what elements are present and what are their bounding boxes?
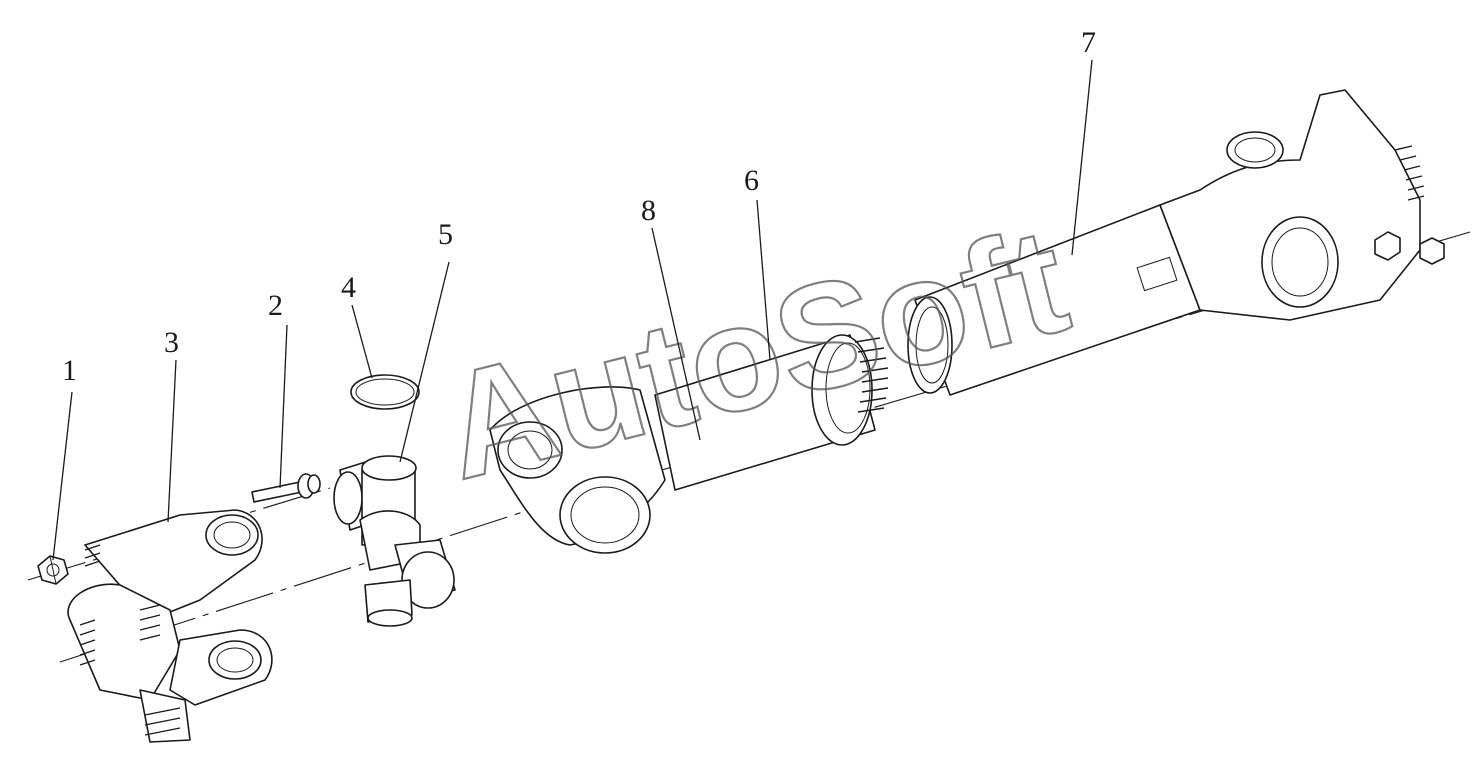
callout-7: 7 xyxy=(1081,26,1096,59)
part-4-snap-ring xyxy=(350,374,420,410)
part-8-slip-yoke-tube xyxy=(489,334,889,554)
spline-teeth xyxy=(854,337,889,413)
flange-teeth xyxy=(79,544,181,736)
leader-lines xyxy=(52,59,1093,561)
callout-8: 8 xyxy=(641,194,656,227)
callout-3: 3 xyxy=(164,326,179,359)
callout-2: 2 xyxy=(268,289,283,322)
callout-1: 1 xyxy=(62,354,77,387)
callout-6: 6 xyxy=(744,164,759,197)
part-5-universal-joint-cross xyxy=(333,455,456,627)
part-3-flange-yoke xyxy=(67,509,273,743)
part-2-bolt xyxy=(251,473,321,503)
yoke-teeth xyxy=(1394,145,1425,201)
part-1-nut xyxy=(37,555,69,585)
callout-5: 5 xyxy=(438,218,453,251)
callout-4: 4 xyxy=(341,271,356,304)
callouts: 1 2 3 4 5 6 7 8 xyxy=(62,26,1096,387)
part-7-shaft-yoke xyxy=(907,89,1445,396)
